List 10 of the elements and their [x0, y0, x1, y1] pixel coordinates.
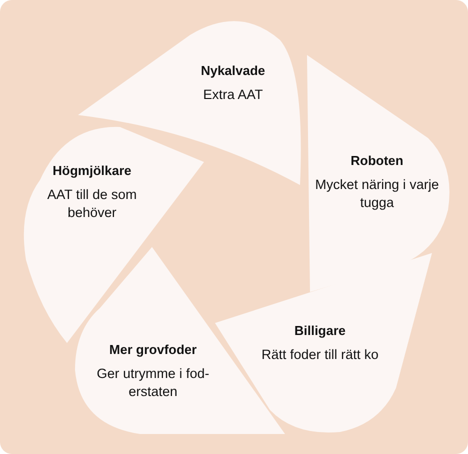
description: Ger utrymme i fod- erstaten — [96, 365, 210, 401]
description: AAT till de som behöver — [46, 186, 138, 222]
description: Extra AAT — [202, 86, 264, 104]
heading: Billigare — [293, 323, 347, 338]
heading: Roboten — [350, 153, 404, 168]
description: Rätt foder till rätt ko — [260, 346, 380, 364]
description: Mycket näring i varje tugga — [314, 176, 440, 212]
heading: Mer grovfoder — [108, 342, 198, 357]
heading: Högmjölkare — [52, 163, 132, 178]
heading: Nykalvade — [200, 63, 266, 78]
